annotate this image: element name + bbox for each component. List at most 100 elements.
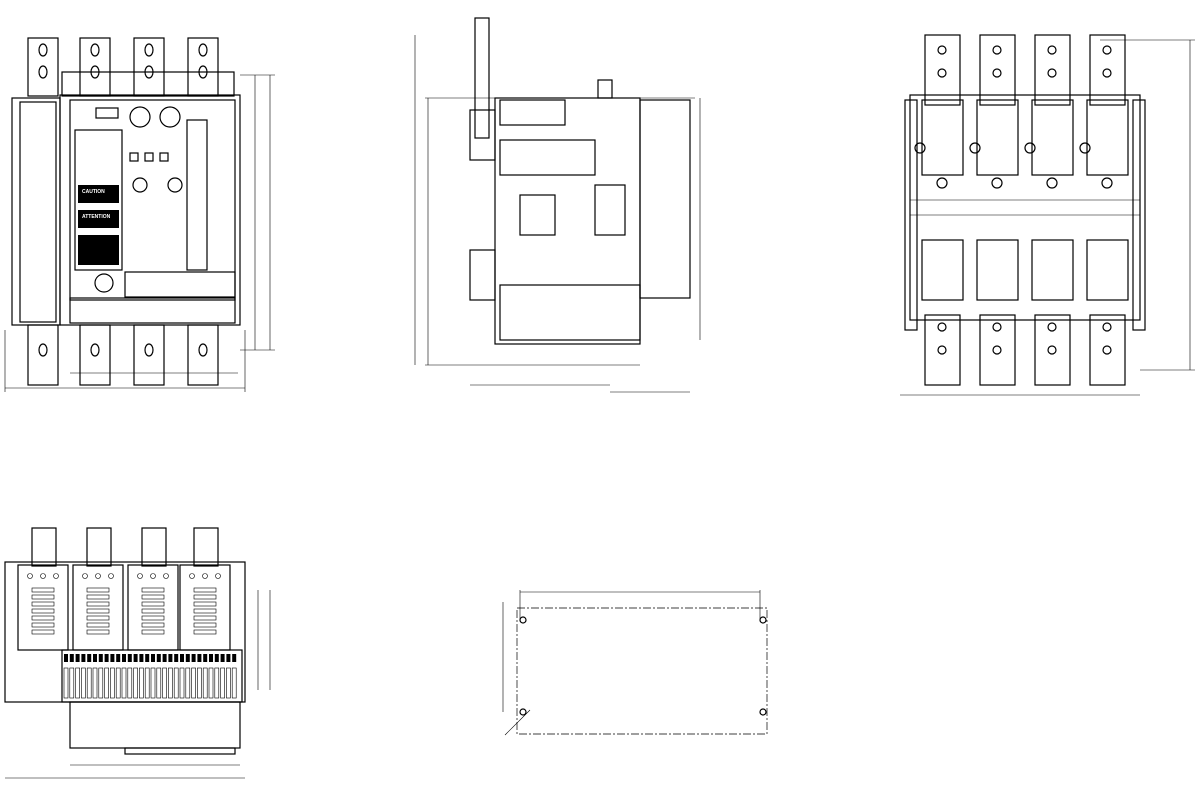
secondary-terminal bbox=[104, 667, 109, 699]
side-rear-box bbox=[639, 99, 691, 299]
terminal-hole bbox=[1102, 68, 1112, 78]
arc-chute-slot bbox=[86, 594, 110, 600]
secondary-terminal bbox=[133, 667, 138, 699]
side-base bbox=[499, 284, 641, 341]
secondary-terminal-screw bbox=[151, 654, 155, 662]
bolt-icon bbox=[991, 177, 1003, 189]
secondary-terminal bbox=[92, 667, 98, 699]
terminal-hole bbox=[1102, 45, 1112, 55]
screw-icon bbox=[27, 573, 33, 579]
indicator-window bbox=[144, 152, 154, 162]
on-button-icon bbox=[132, 177, 148, 193]
secondary-terminal-screw bbox=[191, 654, 196, 662]
secondary-terminal bbox=[191, 667, 196, 699]
pole-module bbox=[17, 564, 69, 651]
info-label bbox=[78, 235, 119, 265]
secondary-terminal bbox=[179, 667, 185, 699]
arc-chute-slot bbox=[86, 601, 110, 607]
secondary-terminal bbox=[185, 667, 191, 699]
attention-label-text: ATTENTION bbox=[82, 214, 111, 220]
secondary-terminal-screw bbox=[64, 654, 68, 662]
rear-top-terminal bbox=[1034, 34, 1071, 106]
pole-terminal-top bbox=[193, 527, 219, 567]
rear-contact-block bbox=[1086, 239, 1129, 301]
secondary-terminal-screw bbox=[69, 654, 74, 662]
side-component bbox=[519, 194, 556, 236]
secondary-terminal bbox=[202, 667, 208, 699]
secondary-terminal bbox=[98, 667, 104, 699]
arc-chute-slot bbox=[141, 601, 165, 607]
secondary-terminal-screw bbox=[75, 654, 80, 662]
side-top-lug bbox=[597, 79, 613, 99]
secondary-terminal-screw bbox=[214, 654, 219, 662]
rear-top-terminal bbox=[1089, 34, 1126, 106]
top-busbar-terminal bbox=[133, 37, 165, 97]
window bbox=[95, 107, 119, 119]
arc-chute-slot bbox=[141, 622, 165, 628]
terminal-hole bbox=[90, 43, 100, 57]
rear-contact-block bbox=[976, 239, 1019, 301]
secondary-terminal-screw bbox=[180, 654, 184, 662]
secondary-terminal-screw bbox=[98, 654, 103, 662]
secondary-terminal-screw bbox=[185, 654, 190, 662]
caution-label-text: CAUTION bbox=[82, 189, 105, 195]
arc-chute-slot bbox=[31, 629, 55, 635]
arc-chute-slot bbox=[86, 629, 110, 635]
arc-chute-slot bbox=[193, 587, 217, 593]
front-top-strip bbox=[61, 71, 235, 97]
secondary-terminal bbox=[63, 667, 69, 699]
rear-bottom-terminal bbox=[924, 314, 961, 386]
secondary-terminal-screw bbox=[145, 654, 150, 662]
arc-chute-slot bbox=[31, 608, 55, 614]
secondary-terminal bbox=[168, 667, 173, 699]
terminal-hole bbox=[992, 45, 1002, 55]
top-poles bbox=[17, 527, 231, 651]
side-component bbox=[499, 139, 596, 176]
rear-bottom-terminal bbox=[979, 314, 1016, 386]
rear-bottom-terminal bbox=[1089, 314, 1126, 386]
pole-terminal-top bbox=[86, 527, 112, 567]
indicator-circle bbox=[129, 106, 151, 128]
front-terminals bbox=[27, 37, 219, 386]
secondary-terminal-screw bbox=[127, 654, 132, 662]
secondary-terminal bbox=[208, 667, 214, 699]
mounting-hole-icon bbox=[759, 616, 767, 624]
secondary-terminal bbox=[110, 667, 115, 699]
bolt-icon bbox=[1046, 177, 1058, 189]
bottom-busbar-terminal bbox=[187, 324, 219, 386]
front-side-panel bbox=[11, 97, 61, 326]
front-side-panel-inner bbox=[19, 101, 57, 323]
terminal-hole bbox=[937, 322, 947, 332]
attention-label bbox=[78, 210, 119, 228]
top-busbar-terminal bbox=[79, 37, 111, 97]
off-button-icon bbox=[167, 177, 183, 193]
side-component bbox=[594, 184, 626, 236]
rear-contact-block bbox=[1031, 99, 1074, 176]
secondary-terminal bbox=[214, 667, 220, 699]
pole-terminal-top bbox=[31, 527, 57, 567]
arc-chute-slot bbox=[193, 601, 217, 607]
terminal-hole bbox=[144, 65, 154, 79]
rear-top-terminal bbox=[979, 34, 1016, 106]
side-body bbox=[494, 97, 641, 345]
terminal-hole bbox=[90, 65, 100, 79]
terminal-hole bbox=[992, 345, 1002, 355]
plate-outline bbox=[516, 607, 768, 735]
bottom-busbar-terminal bbox=[27, 324, 59, 386]
mounting-hole-icon bbox=[759, 708, 767, 716]
reset-button-icon bbox=[94, 273, 114, 293]
secondary-terminal-screw bbox=[93, 654, 97, 662]
secondary-terminal-screw bbox=[203, 654, 208, 662]
top-lower-lip bbox=[124, 747, 236, 755]
terminal-hole bbox=[937, 345, 947, 355]
top-view bbox=[4, 527, 271, 779]
terminal-hole bbox=[38, 343, 48, 357]
mounting-hole-icon bbox=[519, 708, 527, 716]
secondary-terminal-screw bbox=[133, 654, 138, 662]
front-lower-panel bbox=[124, 271, 236, 298]
secondary-terminal-screw bbox=[110, 654, 115, 662]
arc-chute-slot bbox=[141, 587, 165, 593]
terminal-hole bbox=[992, 68, 1002, 78]
screw-icon bbox=[82, 573, 88, 579]
side-terminal-upper bbox=[469, 109, 496, 161]
